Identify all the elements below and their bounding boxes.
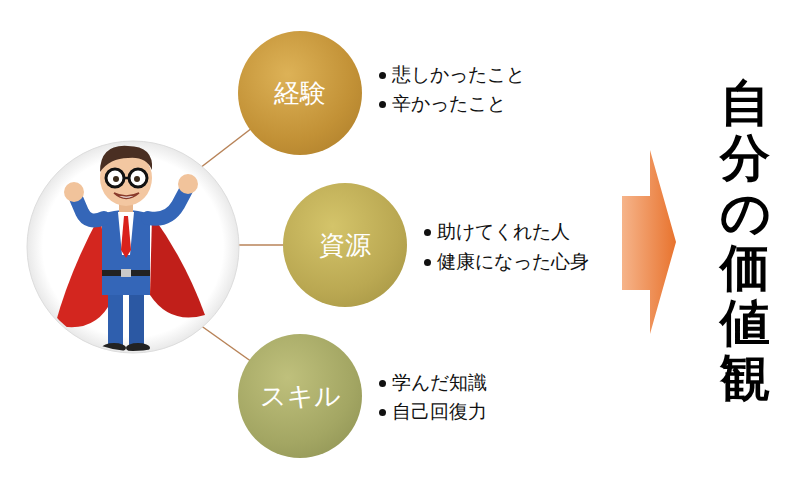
superhero (55, 146, 205, 353)
bullet-dot (424, 229, 431, 236)
bullet-text: 悲しかったこと (392, 62, 525, 88)
leader-line (200, 325, 252, 362)
circle-node: 資源 (283, 183, 407, 307)
bullet-text: 学んだ知識 (392, 370, 487, 396)
leader-line (200, 128, 252, 168)
block-arrow (622, 150, 676, 334)
bullet-dot (379, 72, 386, 79)
circle-node: スキル (238, 334, 362, 458)
node-label: 経験 (274, 76, 326, 111)
circle-node: 経験 (238, 31, 362, 155)
bullet-text: 自己回復力 (392, 399, 487, 425)
bullet-dot (424, 259, 431, 266)
conclusion-text: 自分の価値観 (720, 76, 770, 406)
hero-circle (27, 141, 239, 353)
bullet-dot (379, 409, 386, 416)
bullet-text: 健康になった心身 (437, 249, 589, 275)
bullet-text: 辛かったこと (392, 91, 506, 117)
node-label: スキル (260, 379, 341, 414)
leader-line (238, 244, 284, 246)
bullet-dot (379, 101, 386, 108)
bullet-dot (379, 380, 386, 387)
bullet-text: 助けてくれた人 (437, 219, 570, 245)
node-label: 資源 (319, 228, 371, 263)
